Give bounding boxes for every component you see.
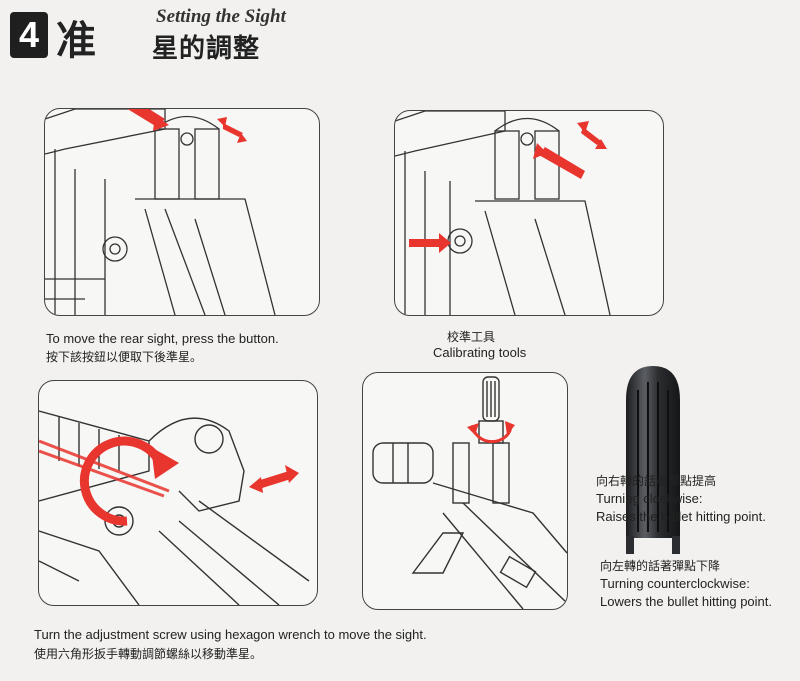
caption-clockwise-zh: 向右轉的話著彈點提高 bbox=[596, 474, 717, 488]
caption-counterclockwise-en-2: Lowers the bullet hitting point. bbox=[600, 594, 772, 609]
caption-counterclockwise-zh: 向左轉的話著彈點下降 bbox=[600, 559, 721, 573]
tool-on-sight-illustration bbox=[372, 376, 567, 609]
red-double-arrow bbox=[249, 465, 299, 493]
illustration-panel-press-button bbox=[44, 108, 320, 316]
calibrating-tool-photo bbox=[612, 360, 694, 556]
sight-closeup-illustration bbox=[39, 410, 310, 605]
illustration-panel-hex-wrench bbox=[38, 380, 318, 606]
caption-tools-zh: 校準工具 bbox=[447, 330, 496, 344]
caption-clockwise-en-1: Turning clockwise: bbox=[596, 491, 703, 506]
caption-wrench-en: Turn the adjustment screw using hexagon … bbox=[34, 627, 427, 642]
caption-wrench-zh: 使用六角形扳手轉動調節螺絲以移動準星。 bbox=[34, 647, 263, 661]
caption-tools-en: Calibrating tools bbox=[433, 345, 527, 360]
caption-clockwise-en-2: Raises the bullet hitting point. bbox=[596, 509, 766, 524]
step-number-badge: 4 bbox=[10, 12, 48, 58]
caption-counterclockwise-en-1: Turning counterclockwise: bbox=[600, 576, 750, 591]
title-en: Setting the Sight bbox=[156, 6, 286, 27]
illustration-panel-remove-sight bbox=[394, 110, 664, 316]
red-rotate-arrow bbox=[79, 436, 179, 526]
rear-sight-illustration-2 bbox=[395, 111, 611, 315]
illustration-panel-calibrating-tool bbox=[362, 372, 568, 610]
rear-sight-illustration-1 bbox=[45, 109, 276, 315]
caption-press-button-en: To move the rear sight, press the button… bbox=[46, 331, 279, 346]
calibrating-tool-icon bbox=[626, 366, 680, 554]
title-zh: 星的調整 bbox=[152, 34, 261, 64]
red-arrow-press bbox=[127, 109, 169, 131]
caption-press-button-zh: 按下該按鈕以便取下後準星。 bbox=[46, 350, 203, 364]
title-zh-first-char: 准 bbox=[56, 18, 96, 64]
